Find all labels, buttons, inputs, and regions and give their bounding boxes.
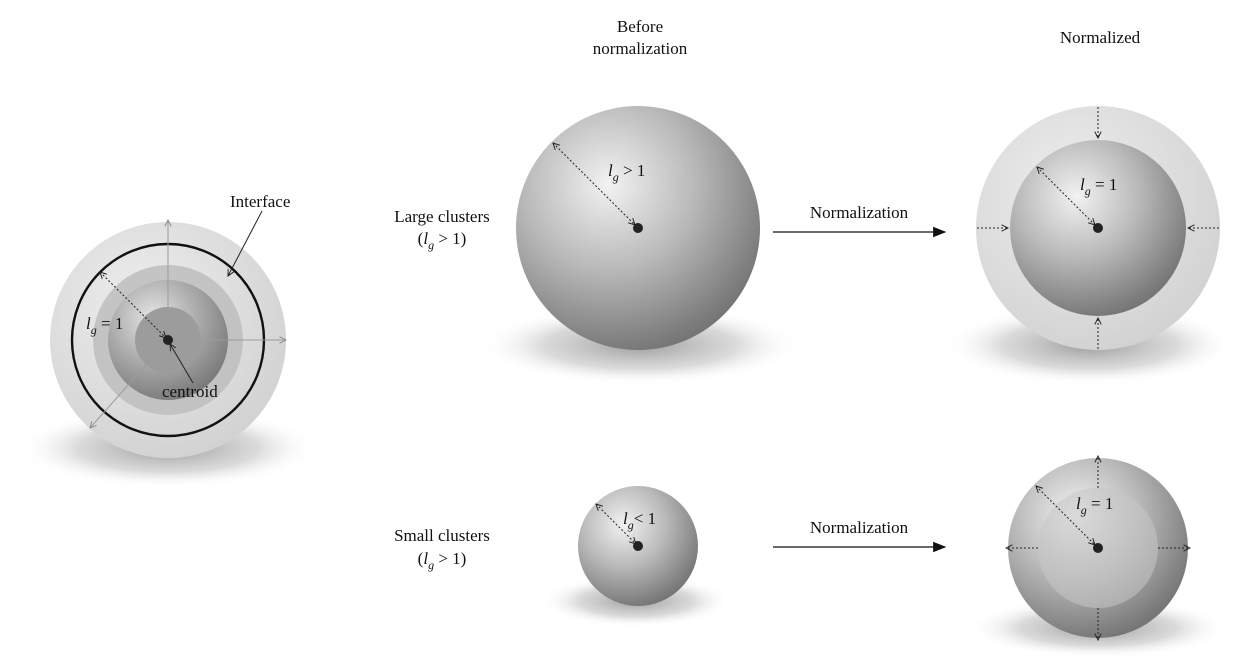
normalized-header: Normalized [1060,28,1141,47]
normalization-label-bottom: Normalization [810,518,909,537]
before-header-line1: Before [617,17,663,36]
normalization-label-top: Normalization [810,203,909,222]
interface-label: Interface [230,192,290,211]
large-cond-rel: > 1) [434,229,466,248]
large-after-centroid [1093,223,1103,233]
left-cluster: Interface centroid lg = 1 [18,192,318,488]
large-clusters-condition: (lg > 1) [418,229,467,252]
large-before-centroid [633,223,643,233]
left-radius-rel: = 1 [97,314,124,333]
small-cluster-before: lg< 1 [541,486,731,627]
left-centroid-dot [163,335,173,345]
la-rel: = 1 [1091,175,1118,194]
small-before-centroid [633,541,643,551]
small-clusters-label: Small clusters [394,526,490,545]
small-cluster-normalized: lg = 1 [968,456,1228,658]
sa-rel: = 1 [1087,494,1114,513]
small-after-centroid [1093,543,1103,553]
small-cond-rel: > 1) [434,549,466,568]
sb-rel: < 1 [634,509,656,528]
small-clusters-condition: (lg > 1) [418,549,467,572]
centroid-label: centroid [162,382,218,401]
before-header-line2: normalization [593,39,688,58]
large-clusters-label: Large clusters [394,207,490,226]
lb-rel: > 1 [619,161,646,180]
large-cluster-normalized: lg = 1 [945,106,1234,385]
large-cluster-before: lg > 1 [480,106,800,385]
